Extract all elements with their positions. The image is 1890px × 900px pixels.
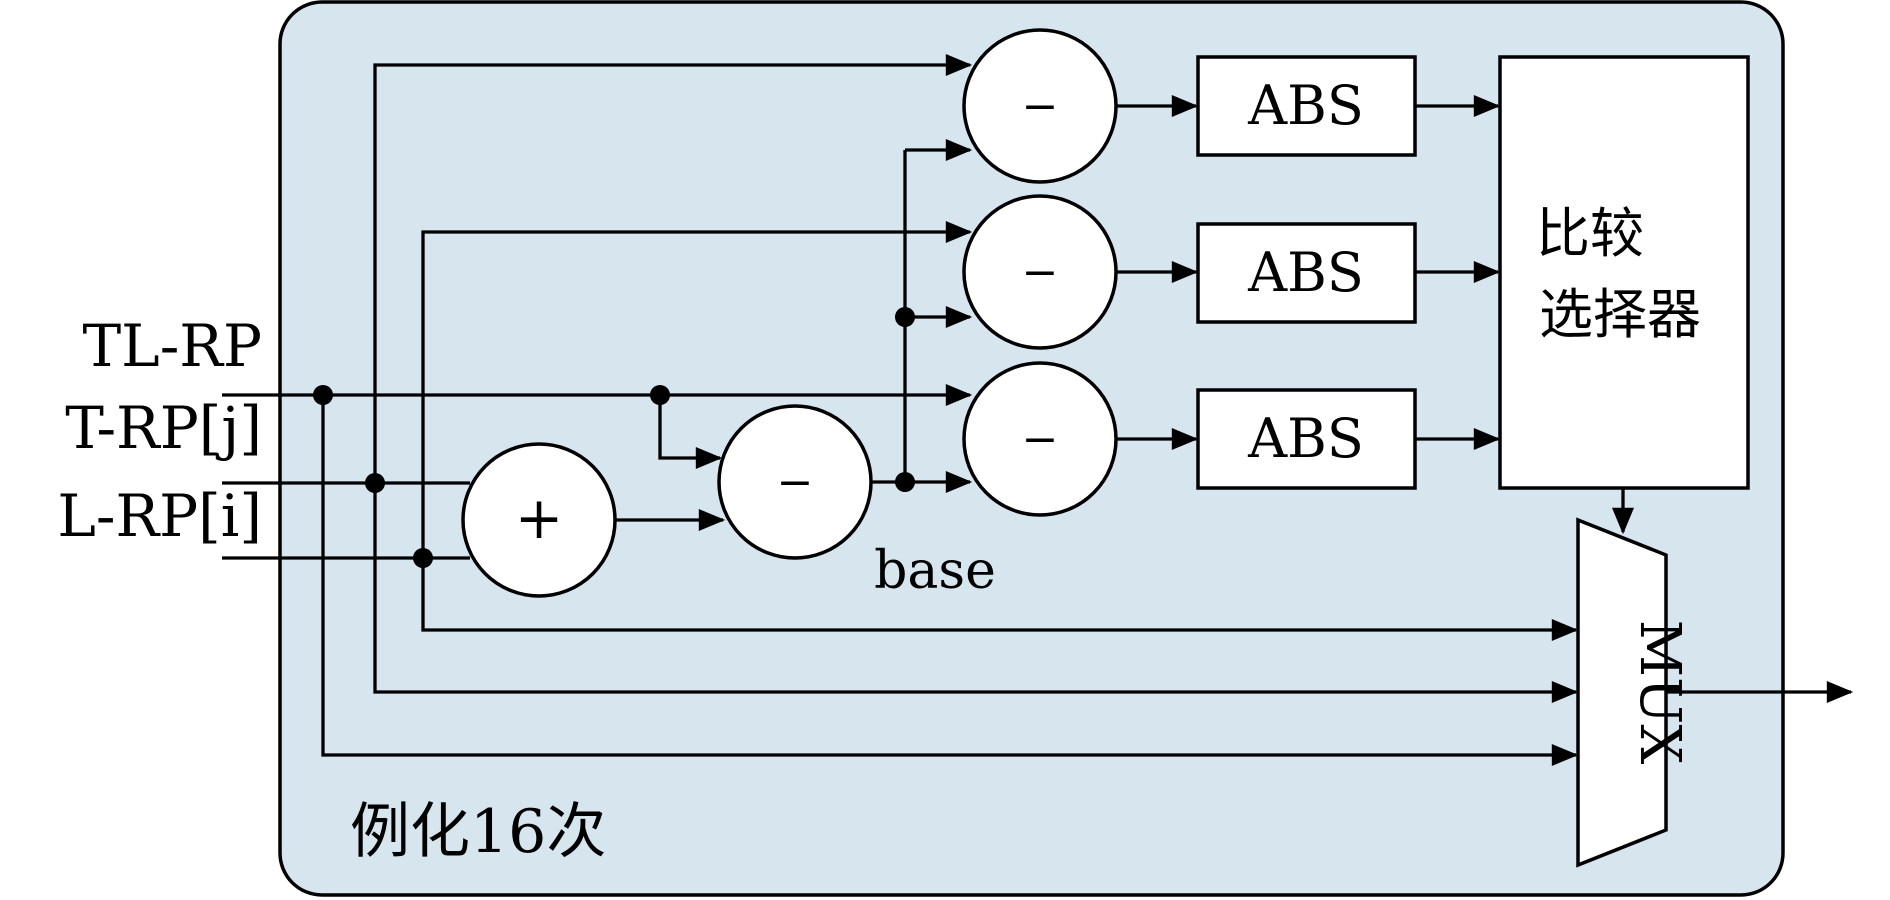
subtractor-1-symbol: −: [1022, 81, 1059, 132]
t-to-sub1: [373, 54, 973, 483]
base-subtractor-symbol: −: [777, 457, 814, 508]
mux-label: MUX: [1627, 620, 1692, 765]
base-label: base: [874, 541, 996, 601]
input-label-l: L-RP[i]: [57, 482, 262, 550]
abs-block-3: ABS: [1196, 388, 1417, 490]
abs-block-2-label: ABS: [1247, 241, 1364, 304]
adder: +: [461, 442, 617, 598]
tl-to-base-sub: [658, 395, 723, 469]
comparator-line1: 比较: [1536, 202, 1644, 265]
abs-block-1: ABS: [1196, 55, 1417, 157]
base-subtractor: −: [717, 404, 873, 560]
subtractor-1: −: [962, 28, 1118, 184]
subtractor-3-symbol: −: [1022, 414, 1059, 465]
instance-label: 例化16次: [350, 797, 606, 867]
junction-dots: [313, 307, 915, 568]
tl-bus: [321, 395, 1579, 766]
mux: MUX: [1576, 517, 1692, 868]
abs-block-3-label: ABS: [1247, 407, 1364, 470]
input-label-t: T-RP[j]: [65, 394, 262, 462]
input-label-tl: TL-RP: [83, 312, 263, 380]
subtractor-2-symbol: −: [1022, 247, 1059, 298]
abs-block-2: ABS: [1196, 222, 1417, 324]
subtractor-2: −: [962, 194, 1118, 350]
adder-symbol: +: [515, 484, 564, 552]
comparator-selector: 比较 选择器: [1498, 55, 1750, 490]
abs-block-1-label: ABS: [1247, 74, 1364, 137]
l-bus: [421, 558, 1579, 641]
l-to-sub2: [421, 221, 973, 558]
t-bus: [373, 483, 1579, 703]
subtractor-3: −: [962, 361, 1118, 517]
comparator-line2: 选择器: [1539, 283, 1701, 346]
